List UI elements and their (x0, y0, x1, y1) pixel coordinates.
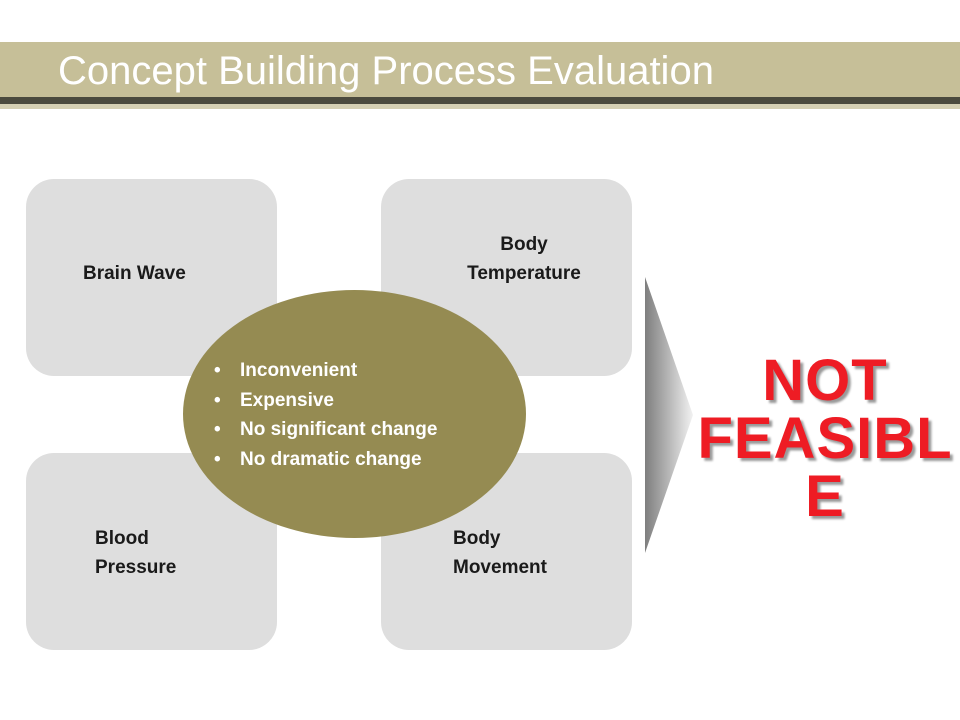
chevron-arrow-icon (645, 277, 693, 553)
title-rule-light (0, 104, 960, 109)
quadrant-label-line: Blood (95, 528, 149, 549)
center-bullet-list: Inconvenient Expensive No significant ch… (214, 356, 437, 474)
quadrant-label-line: Temperature (467, 263, 581, 284)
slide-title: Concept Building Process Evaluation (58, 49, 714, 93)
quadrant-label-blood-pressure: Blood Pressure (95, 524, 176, 582)
verdict-line: E (805, 464, 845, 529)
list-item: Inconvenient (214, 356, 437, 386)
quadrant-label-line: Pressure (95, 557, 177, 578)
list-item: No significant change (214, 415, 437, 445)
quadrant-label-brain-wave: Brain Wave (83, 263, 186, 284)
list-item: Expensive (214, 386, 437, 416)
verdict-line: FEASIBL (697, 406, 953, 471)
verdict-text: NOT FEASIBL E (690, 352, 960, 526)
quadrant-label-line: Body (500, 234, 548, 255)
title-rule-dark (0, 97, 960, 104)
quadrant-label-body-movement: Body Movement (453, 524, 547, 582)
verdict-line: NOT (762, 348, 888, 413)
quadrant-label-body-temperature: Body Temperature (451, 230, 597, 288)
list-item: No dramatic change (214, 445, 437, 475)
quadrant-label-line: Movement (453, 557, 547, 578)
quadrant-label-line: Body (453, 528, 501, 549)
title-bar (0, 42, 960, 97)
